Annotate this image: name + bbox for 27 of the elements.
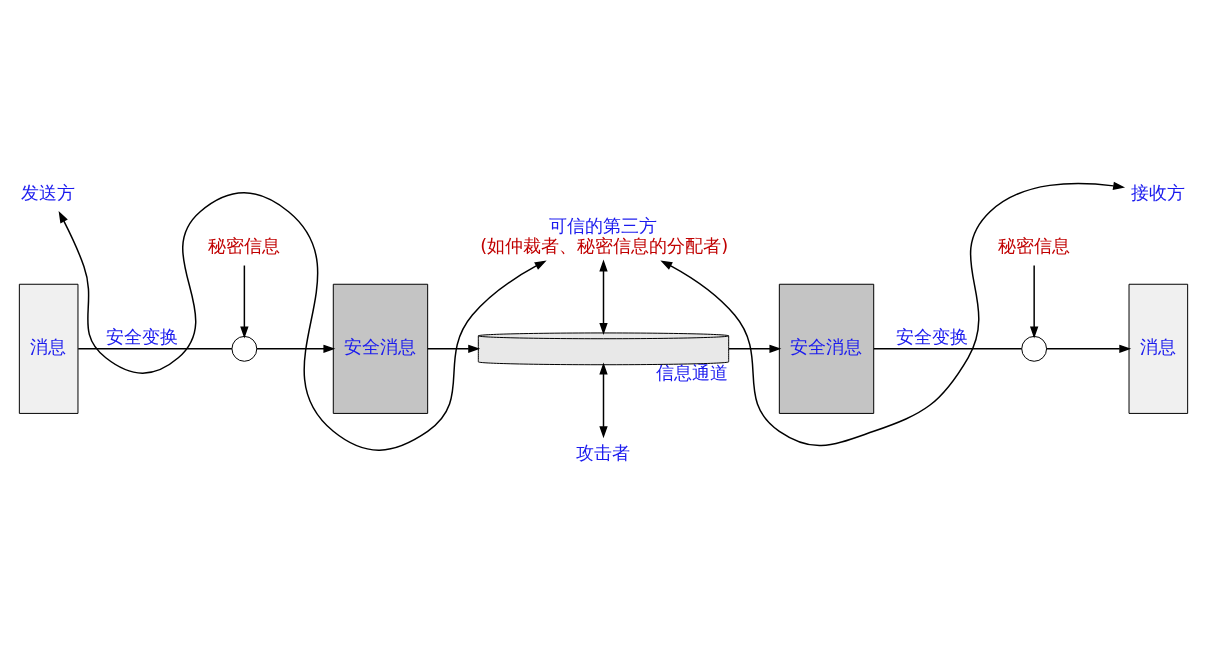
connector [873,347,1023,350]
node-box: 消息 [1128,283,1189,414]
node-text: 可信的第三方 (如仲裁者、秘密信息的分配者) [480,214,729,256]
node-label: 信息通道 [656,361,729,383]
arrow [660,181,1126,446]
edge-label: 安全变换 [105,325,178,347]
node-text: 攻击者 [576,441,631,463]
arrow [728,344,782,353]
arrow [599,362,608,438]
node-box: 安全消息 [778,283,875,414]
edge-label: 安全变换 [895,325,968,347]
node-circle [1021,335,1048,362]
arrow [599,259,608,335]
node-text: 秘密信息 [997,234,1070,256]
node-box: 安全消息 [332,283,429,414]
arrow [58,191,547,451]
arrow [427,344,481,353]
connector [77,347,233,350]
arrow [256,344,336,353]
arrow [1029,264,1039,338]
node-box: 消息 [18,283,79,414]
node-circle [231,335,258,362]
arrow [240,264,249,338]
node-text: 发送方 [21,181,76,203]
arrow [1046,344,1132,353]
node-text: 接收方 [1131,181,1186,203]
node-text: 秘密信息 [208,234,281,256]
